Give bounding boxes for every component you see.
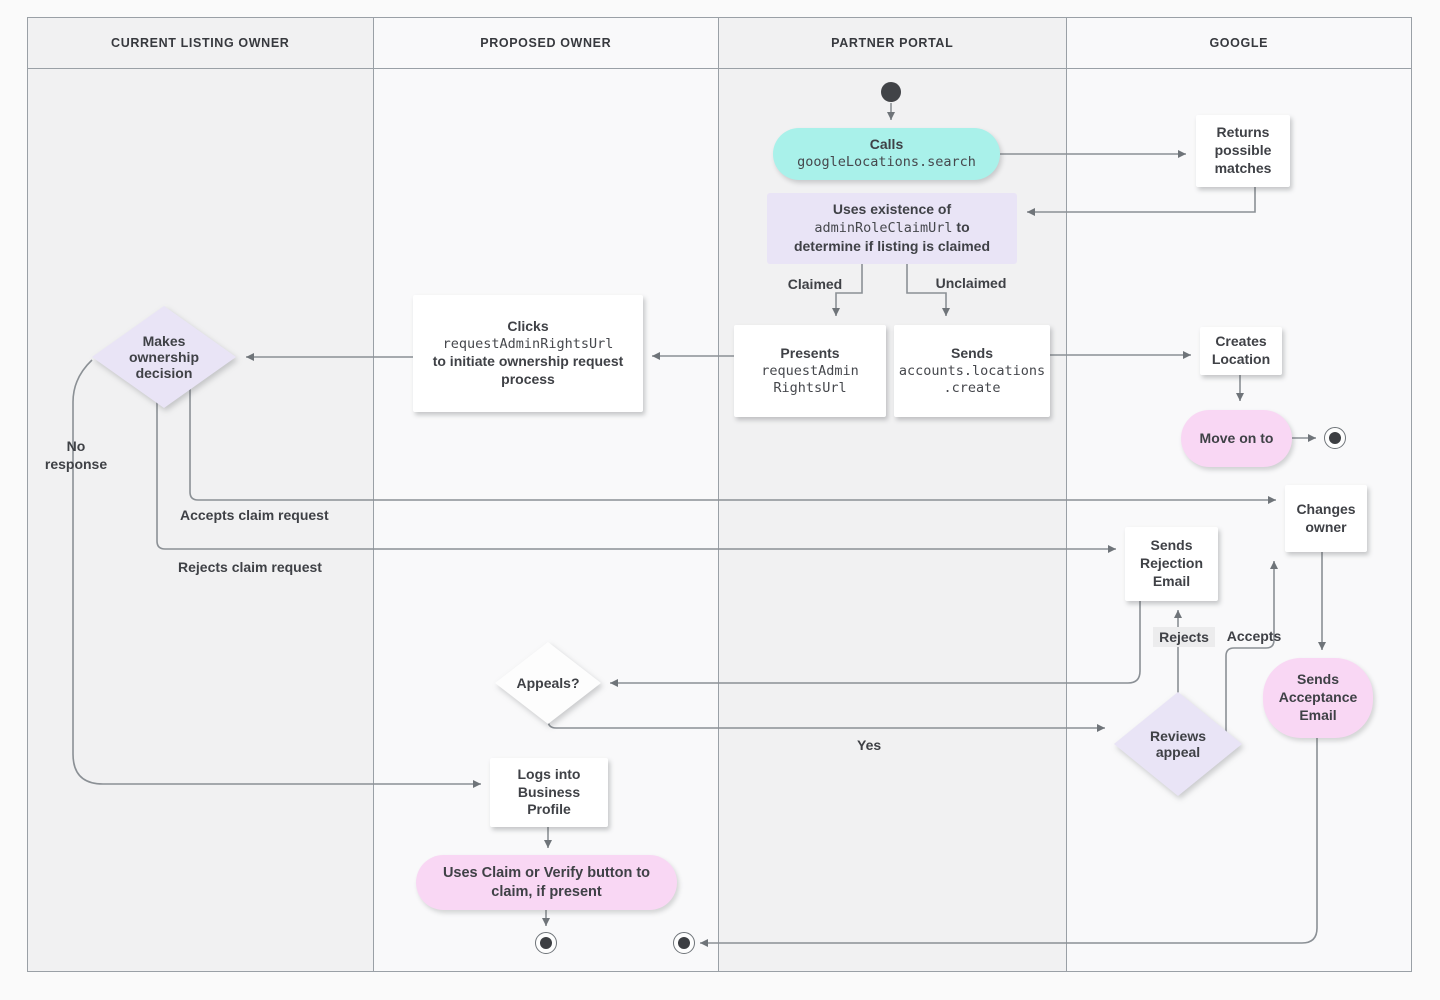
makes-ownership-decision-diamond: Makes ownership decision [92, 306, 236, 408]
edge-label-rejects: Rejects [1153, 627, 1215, 648]
node-code: adminRoleClaimUrl [814, 220, 953, 237]
node-title: Presents [780, 344, 840, 361]
sends-rejection-email-node: Sends Rejection Email [1125, 527, 1218, 601]
edge-label-accepts-claim-request: Accepts claim request [180, 507, 329, 523]
end-node-dot [540, 937, 552, 949]
node-text: to initiate ownership request process [432, 353, 624, 388]
reviews-appeal-diamond: Reviews appeal [1114, 692, 1242, 796]
uses-existence-adminroleclaimurl-node: Uses existence of adminRoleClaimUrl to d… [767, 193, 1017, 264]
lane-header-proposed-owner: PROPOSED OWNER [373, 18, 718, 69]
start-node [881, 82, 901, 102]
node-title: Clicks [507, 318, 549, 334]
uses-claim-or-verify-node: Uses Claim or Verify button to claim, if… [416, 855, 677, 910]
lane-header-google: GOOGLE [1066, 18, 1411, 69]
logs-into-business-profile-node: Logs into Business Profile [490, 758, 608, 827]
node-code: requestAdmin [761, 362, 859, 379]
move-on-to-node: Move on to [1181, 410, 1292, 467]
presents-requestadminrightsurl-node: Presents requestAdmin RightsUrl [734, 325, 886, 417]
node-text: Makes ownership decision [128, 333, 199, 381]
edge-label-rejects-claim-request: Rejects claim request [178, 559, 322, 575]
node-text: Sends Acceptance Email [1278, 671, 1358, 723]
node-code: accounts.locations [898, 362, 1046, 379]
node-text: Sends Rejection Email [1139, 537, 1203, 589]
node-text: to [956, 219, 970, 236]
returns-possible-matches-node: Returns possible matches [1196, 115, 1290, 187]
node-text: Uses Claim or Verify button to claim, if… [442, 864, 651, 900]
edge-label-yes: Yes [857, 737, 882, 753]
node-code: requestAdminRightsUrl [442, 335, 614, 352]
node-title: Sends [950, 344, 993, 361]
sends-acceptance-email-node: Sends Acceptance Email [1263, 658, 1373, 738]
edge-label-unclaimed: Unclaimed [935, 275, 1007, 291]
node-text: Move on to [1199, 429, 1274, 446]
node-code: RightsUrl [773, 379, 847, 396]
node-text: Returns possible matches [1214, 124, 1272, 176]
node-text: Reviews appeal [1149, 728, 1207, 760]
node-text: Logs into Business Profile [517, 765, 581, 818]
end-node-dot [678, 937, 690, 949]
node-text: determine if listing is claimed [793, 237, 991, 254]
node-text: Changes owner [1296, 500, 1356, 535]
changes-owner-node: Changes owner [1285, 485, 1367, 552]
end-node-dot [1329, 432, 1341, 444]
node-title: Calls [869, 136, 904, 153]
edge-label-claimed: Claimed [787, 276, 843, 292]
calls-googlelocations-search-node: Calls googleLocations.search [773, 128, 1000, 180]
node-text: Uses existence of [832, 201, 952, 218]
node-text: Creates Location [1211, 333, 1271, 367]
swimlane-proposed-owner: PROPOSED OWNER [373, 18, 719, 971]
end-node-proposed-owner [535, 932, 557, 954]
edge-label-no-response: No response [44, 438, 108, 473]
end-node-google [1324, 427, 1346, 449]
node-text: Appeals? [516, 675, 580, 691]
lane-header-current-listing-owner: CURRENT LISTING OWNER [28, 18, 373, 69]
node-code: .create [943, 379, 1001, 396]
appeals-diamond: Appeals? [495, 642, 601, 724]
clicks-requestadminrightsurl-node: Clicks requestAdminRightsUrl to initiate… [413, 295, 643, 412]
creates-location-node: Creates Location [1200, 327, 1282, 375]
edge-label-accepts: Accepts [1226, 628, 1282, 644]
swimlane-current-listing-owner: CURRENT LISTING OWNER [28, 18, 374, 971]
node-code: googleLocations.search [797, 154, 976, 171]
sends-accounts-locations-create-node: Sends accounts.locations .create [894, 325, 1050, 417]
lane-header-partner-portal: PARTNER PORTAL [719, 18, 1066, 69]
end-node-partner-portal [673, 932, 695, 954]
